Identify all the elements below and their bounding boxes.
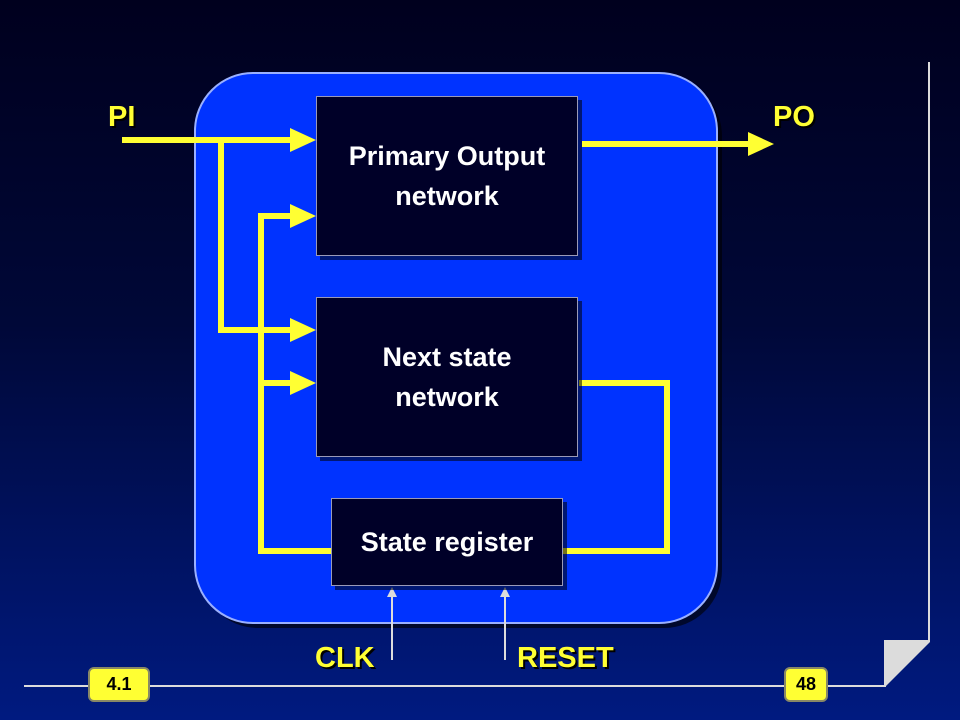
page-number-badge: 48: [784, 667, 828, 702]
reset-label: RESET: [517, 642, 614, 674]
po-label: PO: [773, 101, 815, 133]
arrow-state-next: [290, 371, 316, 395]
clk-label: CLK: [315, 642, 375, 674]
arrow-state-primary: [290, 204, 316, 228]
arrow-po: [748, 132, 774, 156]
next-state-network: Next state network: [316, 297, 578, 457]
reset-arrow: [500, 587, 510, 597]
wires: [122, 137, 750, 554]
frame-right-line: [928, 62, 930, 642]
primary-output-network: Primary Output network: [316, 96, 578, 256]
clk-arrow: [387, 587, 397, 597]
arrow-pi-primary: [290, 128, 316, 152]
control-lines: [391, 596, 506, 660]
frame-bottom-line: [24, 685, 886, 687]
arrowheads: [290, 128, 774, 395]
feedback-wire: [562, 380, 670, 554]
pi-label: PI: [108, 101, 136, 133]
pi-branch-wire: [218, 140, 292, 333]
state-register: State register: [331, 498, 563, 586]
control-arrowheads: [387, 587, 510, 597]
page-fold-icon: [884, 640, 930, 686]
section-number-badge: 4.1: [88, 667, 150, 702]
arrow-pi-next: [290, 318, 316, 342]
